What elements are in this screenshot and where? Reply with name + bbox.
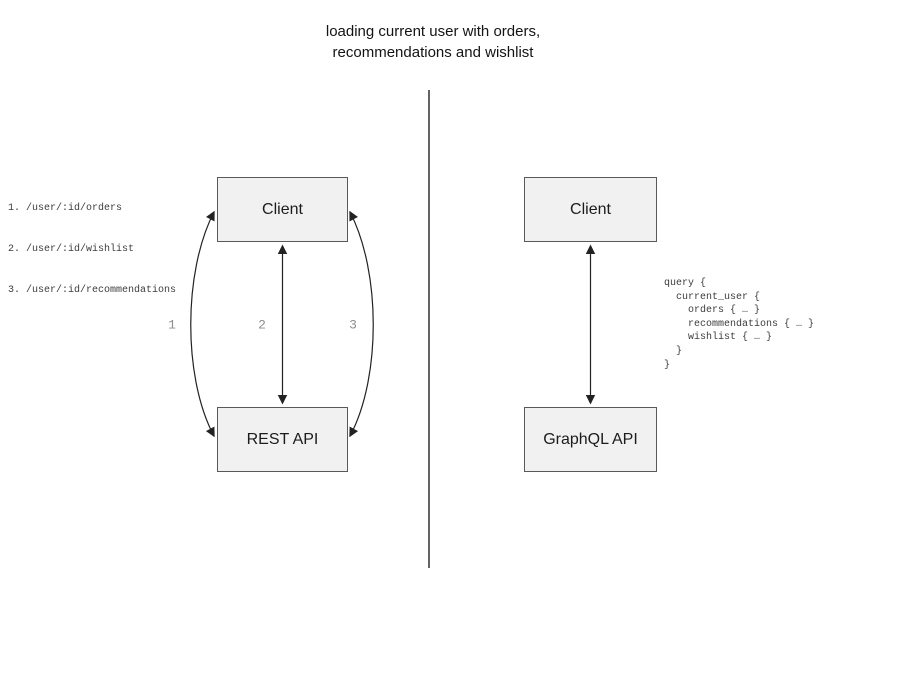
rest-endpoint-recommendations: 3. /user/:id/recommendations	[8, 284, 177, 296]
arrow-label-2: 2	[258, 317, 266, 333]
graphql-api-label: GraphQL API	[543, 430, 638, 448]
diagram-title: loading current user with orders, recomm…	[326, 21, 540, 63]
title-line-1: loading current user with orders,	[325, 23, 541, 40]
rest-endpoints-list: 1. /user/:id/orders 2. /user/:id/wishlis…	[8, 175, 176, 325]
graphql-api-box: GraphQL API	[524, 407, 657, 472]
graphql-query-snippet: query { current_user { orders { … } reco…	[664, 278, 815, 371]
graphql-client-box: Client	[524, 177, 657, 242]
divider-line	[428, 90, 430, 568]
rest-api-box: REST API	[217, 407, 348, 472]
rest-endpoint-wishlist: 2. /user/:id/wishlist	[8, 243, 135, 255]
arrow-rest-orders	[190, 210, 215, 438]
graphql-client-label: Client	[570, 200, 611, 218]
rest-endpoint-orders: 1. /user/:id/orders	[8, 203, 123, 215]
rest-api-label: REST API	[246, 430, 319, 448]
rest-client-box: Client	[217, 177, 348, 242]
arrow-label-1: 1	[168, 317, 176, 333]
arrow-label-3: 3	[349, 317, 357, 333]
rest-client-label: Client	[262, 200, 303, 218]
title-line-2: recommendations and wishlist	[332, 44, 534, 61]
